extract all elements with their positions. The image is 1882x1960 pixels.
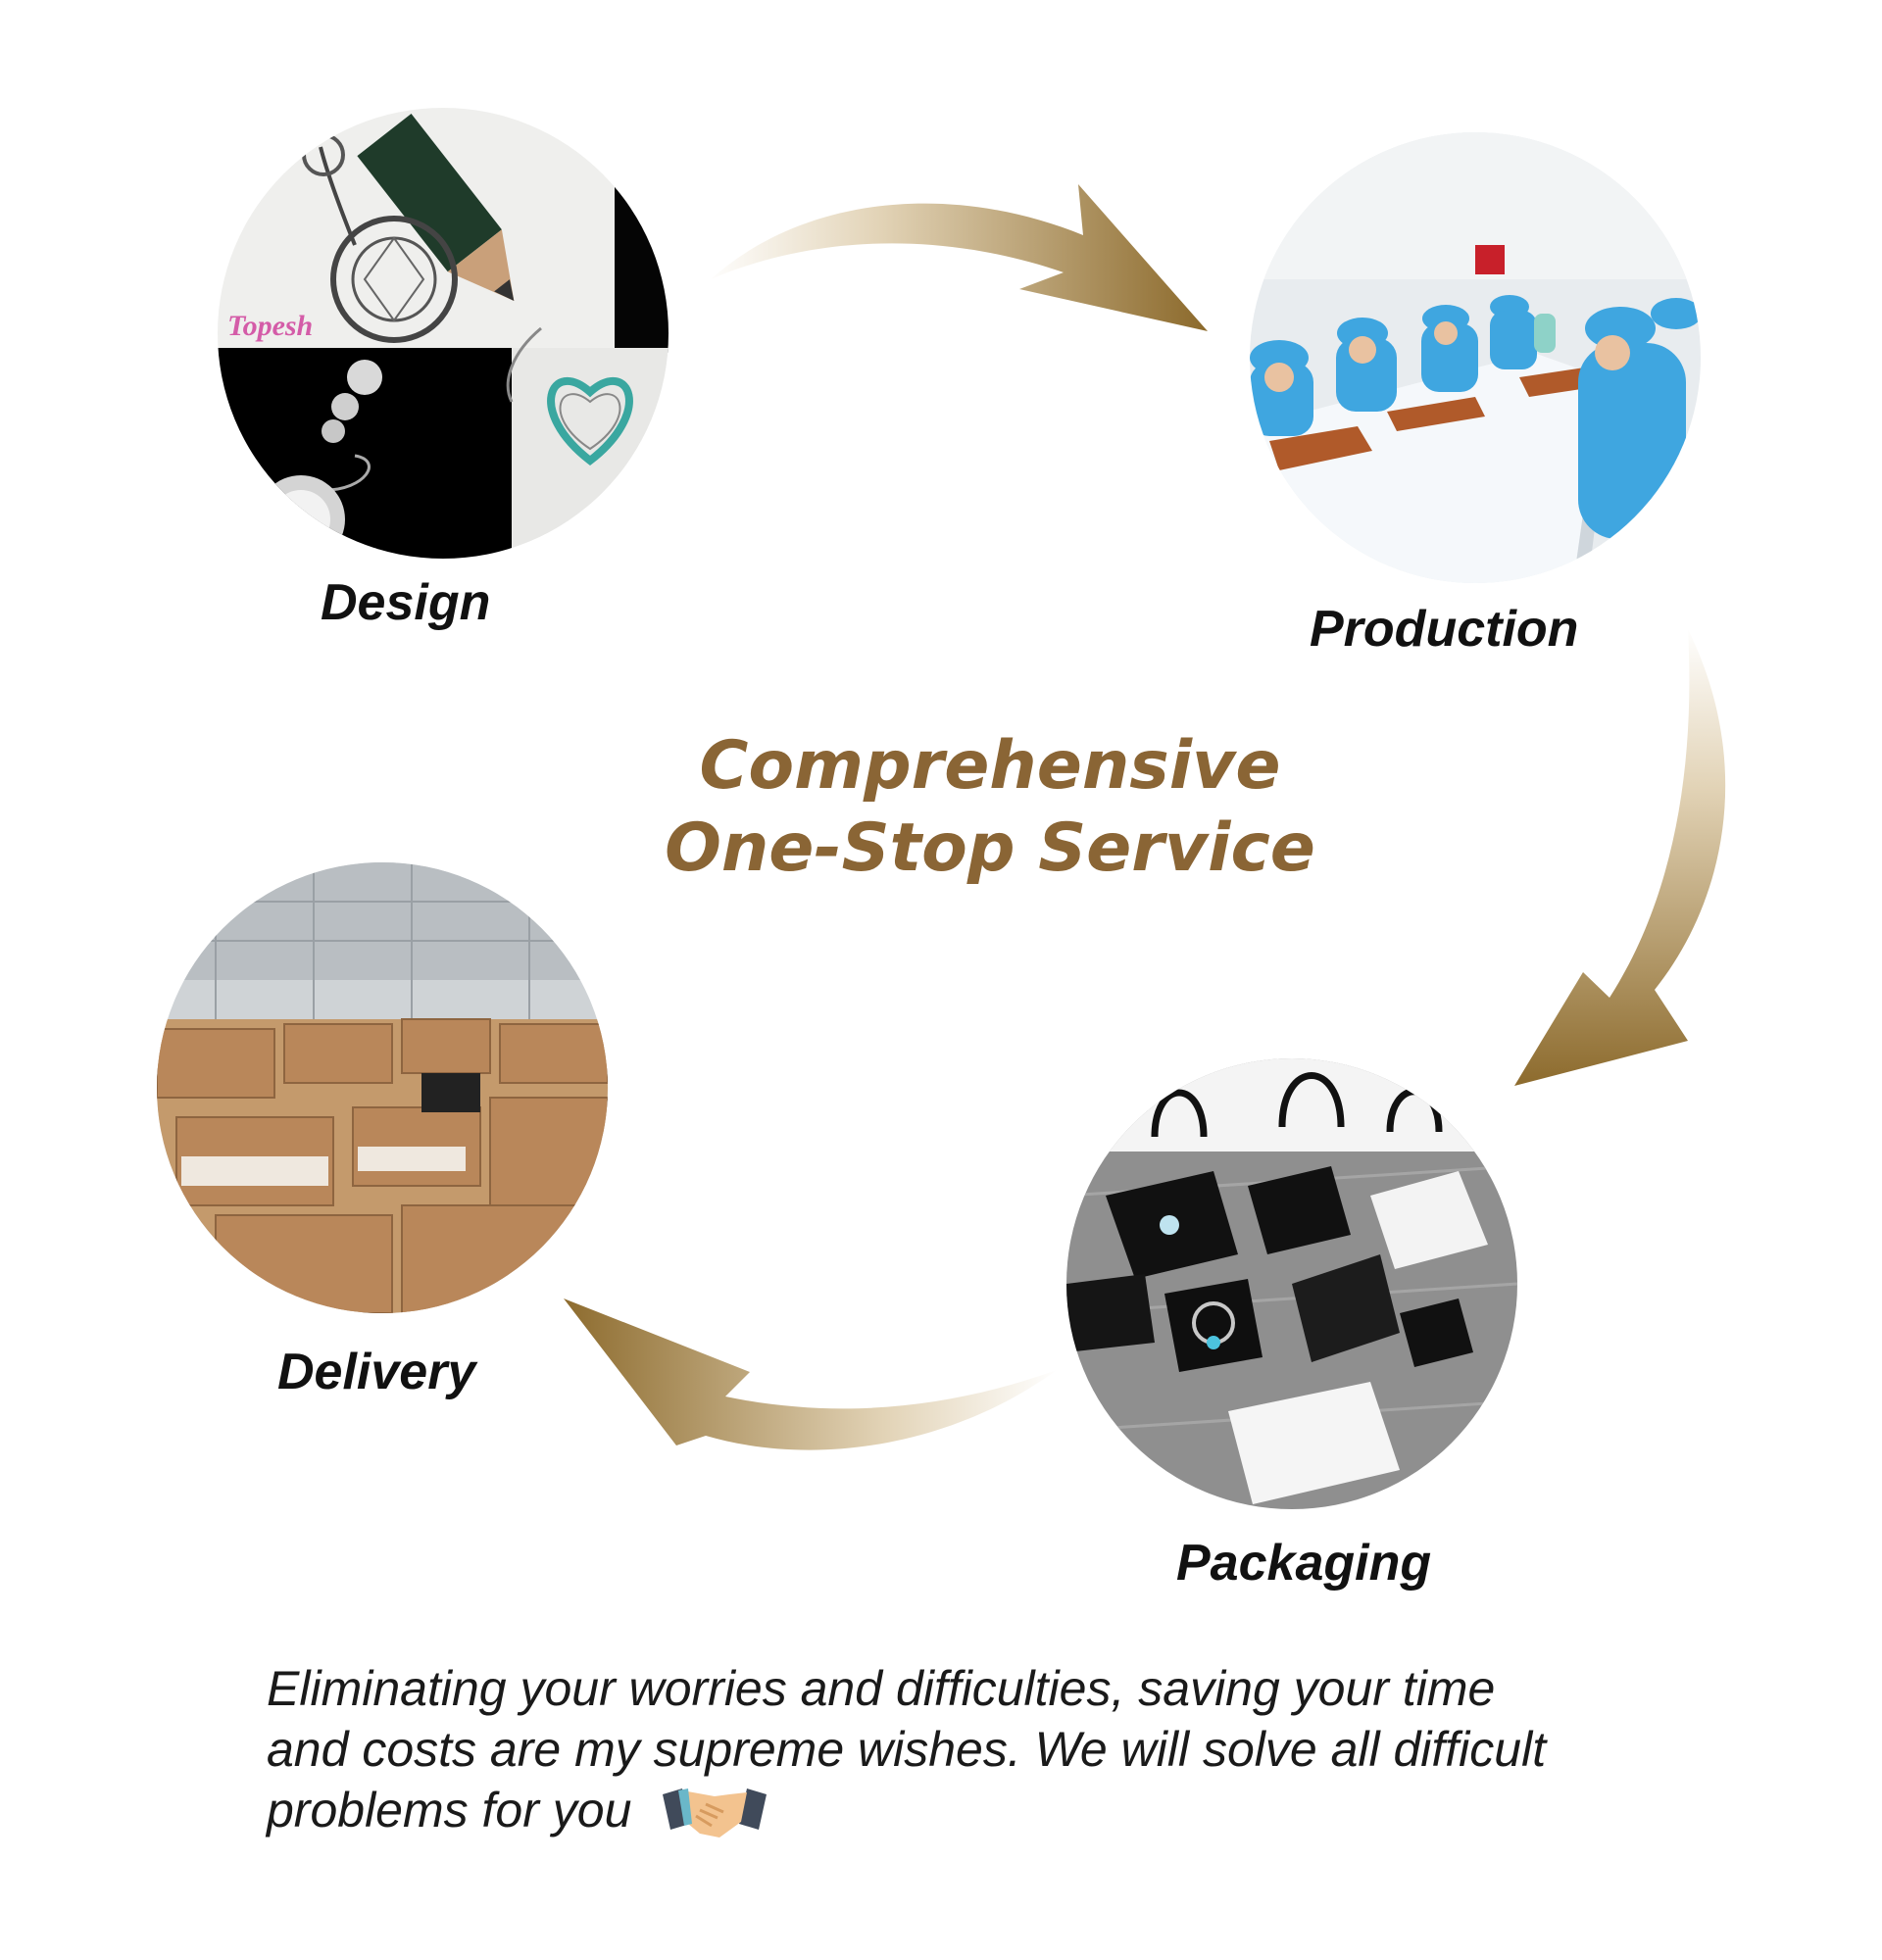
packaging-image: [1066, 1058, 1517, 1509]
center-title: Comprehensive One-Stop Service: [549, 725, 1431, 890]
delivery-label: Delivery: [277, 1344, 476, 1400]
design-label: Design: [321, 574, 491, 631]
arrow-design-to-production: [711, 184, 1208, 331]
footer-line3: problems for you: [267, 1783, 632, 1838]
production-image: [1250, 132, 1701, 583]
footer-line2: and costs are my supreme wishes. We will…: [267, 1722, 1547, 1777]
delivery-image: [157, 862, 608, 1313]
packaging-label: Packaging: [1176, 1535, 1432, 1592]
arrow-packaging-to-delivery: [564, 1298, 1057, 1450]
footer-text: Eliminating your worries and difficultie…: [267, 1658, 1737, 1843]
center-title-line2: One-Stop Service: [665, 809, 1315, 887]
svg-text:Topesh: Topesh: [227, 310, 313, 342]
center-title-line1: Comprehensive: [699, 727, 1281, 805]
footer-line1: Eliminating your worries and difficultie…: [267, 1661, 1496, 1716]
handshake-icon: [663, 1788, 768, 1838]
production-label: Production: [1310, 601, 1579, 658]
design-image: Topesh: [218, 108, 669, 559]
arrow-production-to-packaging: [1514, 629, 1726, 1086]
